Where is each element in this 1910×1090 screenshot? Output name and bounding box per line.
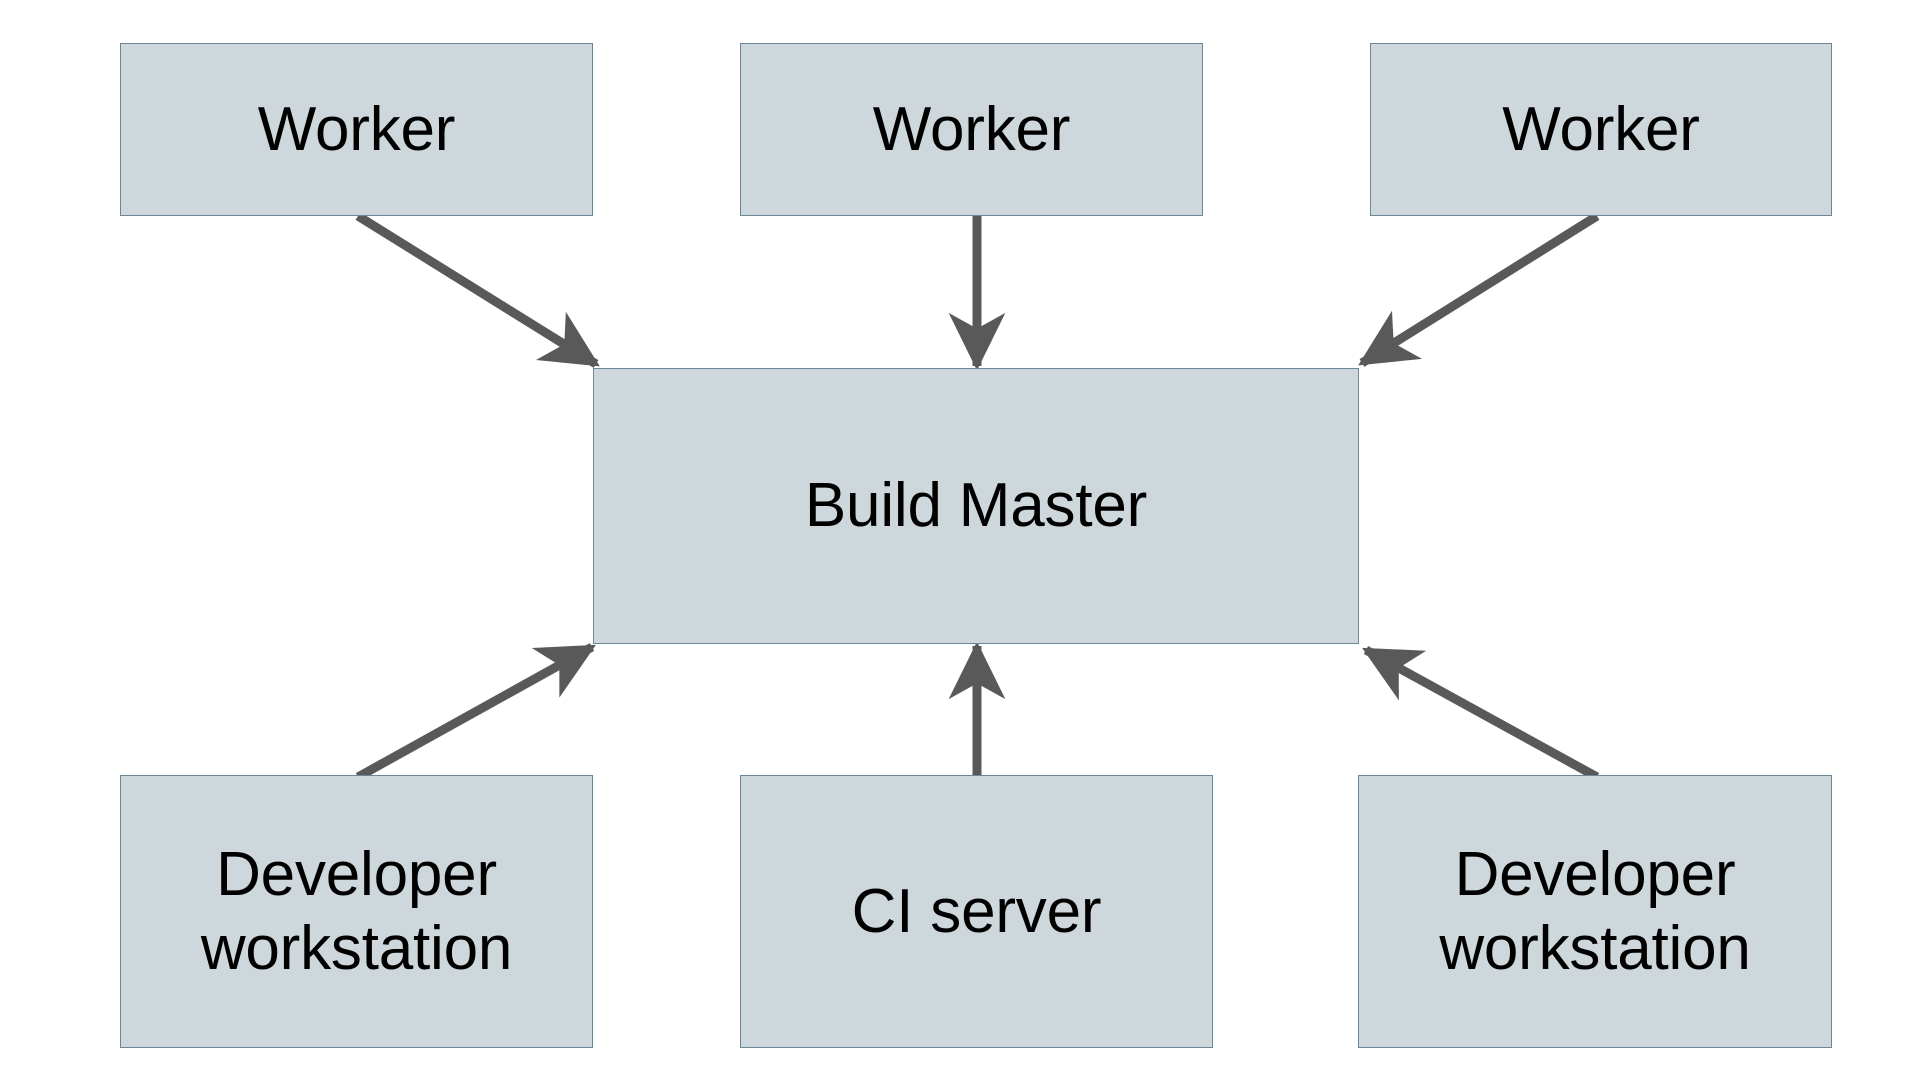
node-worker-3[interactable]: Worker xyxy=(1370,43,1832,216)
node-worker-1[interactable]: Worker xyxy=(120,43,593,216)
edge-worker1-to-build-master xyxy=(355,212,600,368)
node-build-master-label: Build Master xyxy=(804,471,1148,541)
node-ci-server[interactable]: CI server xyxy=(740,775,1213,1048)
node-developer-workstation-right[interactable]: Developer workstation xyxy=(1358,775,1832,1048)
node-developer-workstation-right-label: Developer workstation xyxy=(1439,840,1751,983)
node-worker-1-label: Worker xyxy=(257,94,456,164)
edge-worker3-to-build-master xyxy=(1358,212,1600,367)
edge-dev-right-to-build-master xyxy=(1362,646,1600,781)
node-developer-workstation-left-label: Developer workstation xyxy=(200,840,513,983)
node-build-master[interactable]: Build Master xyxy=(593,368,1359,644)
node-worker-2[interactable]: Worker xyxy=(740,43,1203,216)
node-ci-server-label: CI server xyxy=(851,876,1102,946)
node-worker-3-label: Worker xyxy=(1502,94,1700,164)
node-worker-2-label: Worker xyxy=(872,94,1071,164)
node-developer-workstation-left[interactable]: Developer workstation xyxy=(120,775,593,1048)
edge-dev-left-to-build-master xyxy=(355,643,596,781)
